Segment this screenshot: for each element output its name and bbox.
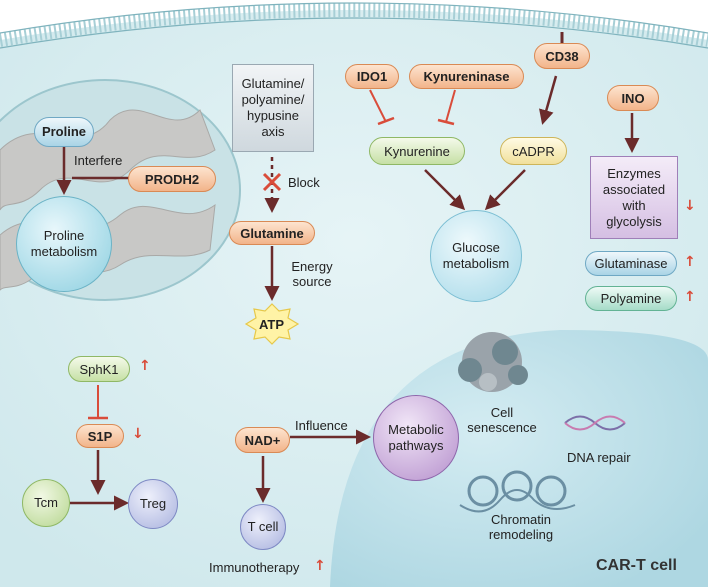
kynureninase-label: Kynureninase	[423, 69, 510, 84]
tcell-node: T cell	[240, 504, 286, 550]
glutamine-axis-box: Glutamine/ polyamine/ hypusine axis	[232, 64, 314, 152]
glycolysis-enzymes-label: Enzymes associated with glycolysis	[602, 165, 666, 229]
atp-burst	[244, 303, 300, 345]
tcell-label: T cell	[247, 519, 279, 534]
ino-node: INO	[607, 85, 659, 111]
s1p-node: S1P	[76, 424, 124, 448]
glycolysis-enzymes-box: Enzymes associated with glycolysis	[590, 156, 678, 239]
energy-source-label: Energy source	[291, 259, 333, 289]
proline-metabolism-label: Proline metabolism	[30, 228, 98, 259]
metabolic-pathways-node: Metabolic pathways	[373, 395, 459, 481]
kynurenine-label: Kynurenine	[384, 143, 450, 159]
prodh2-label: PRODH2	[144, 171, 200, 187]
tcm-node: Tcm	[22, 479, 70, 527]
treg-node: Treg	[128, 479, 178, 529]
dna-helix-icon	[564, 415, 626, 431]
chromatin-icon	[459, 470, 576, 513]
block-x-icon	[262, 172, 282, 192]
immunotherapy-up-icon: ↑	[314, 558, 326, 574]
glutaminase-node: Glutaminase	[585, 251, 677, 276]
s1p-label: S1P	[87, 428, 113, 444]
kynurenine-node: Kynurenine	[369, 137, 465, 165]
interfere-label: Interfere	[74, 153, 123, 168]
prodh2-node: PRODH2	[128, 166, 216, 192]
cadpr-label: cADPR	[512, 143, 555, 159]
glutaminase-label: Glutaminase	[594, 256, 668, 271]
block-label: Block	[288, 175, 320, 190]
atp-label: ATP	[259, 317, 285, 332]
polyamine-label: Polyamine	[600, 291, 662, 306]
immunotherapy-label: Immunotherapy	[209, 560, 300, 575]
ino-label: INO	[621, 90, 645, 106]
polyamine-node: Polyamine	[585, 286, 677, 311]
sphk1-label: SphK1	[79, 361, 119, 377]
cd38-node: CD38	[534, 43, 590, 69]
cd38-label: CD38	[545, 48, 579, 64]
polyamine-up-icon: ↑	[684, 289, 696, 305]
treg-label: Treg	[139, 496, 167, 511]
proline-metabolism-node: Proline metabolism	[16, 196, 112, 292]
dna-repair-label: DNA repair	[567, 450, 631, 465]
kynureninase-node: Kynureninase	[409, 64, 524, 89]
nad-label: NAD+	[244, 432, 281, 448]
senescent-cell-icon	[458, 332, 528, 392]
ido1-label: IDO1	[356, 69, 388, 84]
tcm-label: Tcm	[34, 495, 58, 510]
sphk1-node: SphK1	[68, 356, 130, 382]
cell-senescence-label: Cell senescence	[467, 405, 537, 435]
metabolic-pathways-label: Metabolic pathways	[388, 422, 444, 453]
glucose-metabolism-node: Glucose metabolism	[430, 210, 522, 302]
cell-title: CAR-T cell	[596, 557, 677, 574]
nucleus	[330, 330, 708, 587]
glutamine-node: Glutamine	[229, 221, 315, 245]
chromatin-label: Chromatin remodeling	[488, 512, 554, 542]
s1p-down-icon: ↓	[132, 426, 144, 442]
sphk1-up-icon: ↑	[139, 358, 151, 374]
influence-label: Influence	[295, 418, 348, 433]
glutamine-label: Glutamine	[240, 225, 304, 241]
glutamine-axis-label: Glutamine/ polyamine/ hypusine axis	[241, 76, 305, 139]
proline-label: Proline	[41, 124, 87, 139]
glucose-metabolism-label: Glucose metabolism	[442, 240, 510, 271]
glycolysis-down-icon: ↓	[684, 198, 696, 214]
nad-node: NAD+	[235, 427, 290, 453]
proline-node: Proline	[34, 117, 94, 147]
ido1-node: IDO1	[345, 64, 399, 89]
cadpr-node: cADPR	[500, 137, 567, 165]
glutaminase-up-icon: ↑	[684, 254, 696, 270]
